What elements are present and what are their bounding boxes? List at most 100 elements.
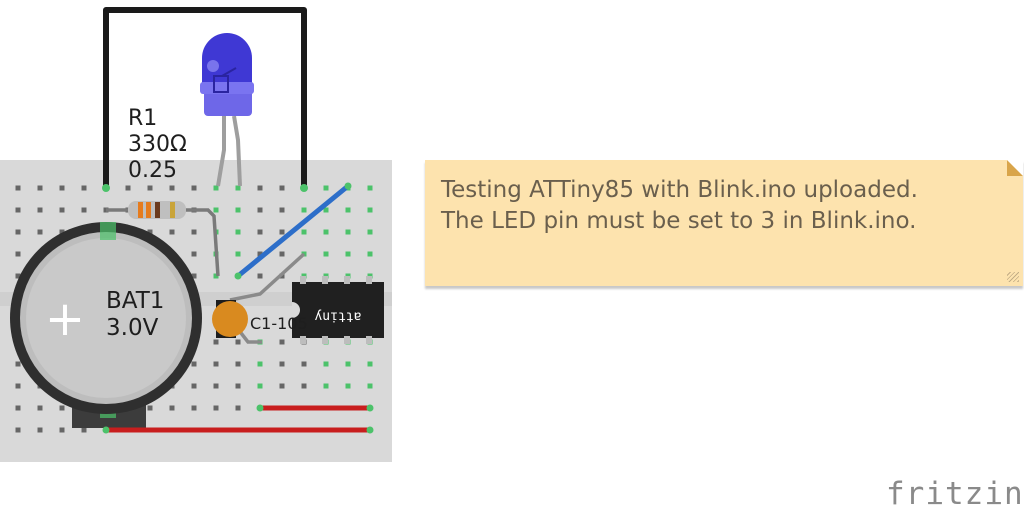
breadboard-hole [15,185,21,191]
breadboard-hole [279,339,285,345]
battery-plus-sign: + [45,291,85,347]
breadboard-hole [15,405,21,411]
breadboard-hole [367,361,373,367]
breadboard-hole [367,383,373,389]
breadboard-hole [147,229,153,235]
breadboard-hole [191,251,197,257]
breadboard-hole [191,361,197,367]
breadboard-hole [367,185,373,191]
breadboard-hole [235,185,241,191]
note-line: Testing ATTiny85 with Blink.ino uploaded… [441,177,918,203]
breadboard-hole [257,207,263,213]
breadboard-hole [235,383,241,389]
breadboard-hole [367,251,373,257]
note-text: Testing ATTiny85 with Blink.ino uploaded… [441,175,918,237]
battery-voltage: 3.0V [106,315,159,341]
breadboard-hole [59,427,65,433]
breadboard-hole [345,207,351,213]
breadboard-hole [15,427,21,433]
sticky-note[interactable]: Testing ATTiny85 with Blink.ino uploaded… [425,160,1023,286]
breadboard-hole [191,273,197,279]
resistor-name: R1 [128,106,158,131]
breadboard-hole [169,229,175,235]
breadboard-hole [279,207,285,213]
breadboard-hole [257,273,263,279]
wire-end [256,404,264,412]
resistor-power: 0.25 [128,158,177,183]
breadboard-hole [213,339,219,345]
breadboard-hole [37,185,43,191]
battery-label: BAT1 3.0V [106,288,164,342]
breadboard-hole [345,251,351,257]
resistor-lead [106,208,220,277]
breadboard-hole [301,383,307,389]
breadboard-hole [15,273,21,279]
breadboard-hole [279,229,285,235]
breadboard-hole [279,361,285,367]
blue-led [200,33,254,187]
breadboard-hole [213,361,219,367]
breadboard-hole [301,229,307,235]
wire-end [102,426,110,434]
breadboard-hole [15,383,21,389]
fritzing-logo: fritzing [886,476,1024,512]
resistor [128,201,186,219]
breadboard-hole [257,361,263,367]
breadboard-hole [323,361,329,367]
breadboard-hole [15,229,21,235]
breadboard-hole [15,207,21,213]
breadboard-hole [235,251,241,257]
breadboard-hole [125,185,131,191]
breadboard-hole [213,405,219,411]
breadboard-hole [147,185,153,191]
resize-grip-icon[interactable] [1007,272,1019,282]
battery-name: BAT1 [106,288,165,314]
breadboard-hole [37,427,43,433]
breadboard-hole [59,185,65,191]
chip-label: attiny [314,309,361,324]
breadboard-hole [37,405,43,411]
breadboard-hole [323,383,329,389]
black-jumper-wire [103,7,307,188]
blue-jumper-wire [235,183,351,279]
breadboard-hole [191,229,197,235]
wire-end [366,426,374,434]
breadboard-hole [15,361,21,367]
coin-cell-battery [10,222,202,428]
wire-end [300,184,308,192]
resistor-label: R1 330Ω 0.25 [128,106,187,184]
breadboard-hole [257,229,263,235]
breadboard-hole [235,339,241,345]
breadboard-hole [81,207,87,213]
breadboard-hole [235,405,241,411]
breadboard-hole [213,273,219,279]
attiny85-chip [292,276,384,344]
breadboard-hole [59,405,65,411]
breadboard-hole [147,405,153,411]
resistor-resistance: 330Ω [128,132,187,157]
breadboard-hole [323,229,329,235]
breadboard-hole [37,207,43,213]
breadboard-hole [213,185,219,191]
breadboard-hole [37,229,43,235]
breadboard-hole [345,361,351,367]
breadboard-hole [235,207,241,213]
breadboard-hole [279,251,285,257]
breadboard-hole [81,427,87,433]
breadboard-hole [323,185,329,191]
breadboard-hole [169,405,175,411]
breadboard-hole [367,229,373,235]
breadboard-hole [323,207,329,213]
breadboard-hole [213,383,219,389]
breadboard-hole [235,361,241,367]
breadboard-hole [213,207,219,213]
breadboard-hole [257,383,263,389]
breadboard-hole [59,207,65,213]
breadboard-hole [15,251,21,257]
breadboard-hole [257,251,263,257]
breadboard-hole [257,185,263,191]
breadboard-hole [279,383,285,389]
breadboard-hole [235,229,241,235]
breadboard-hole [59,229,65,235]
breadboard-hole [191,383,197,389]
